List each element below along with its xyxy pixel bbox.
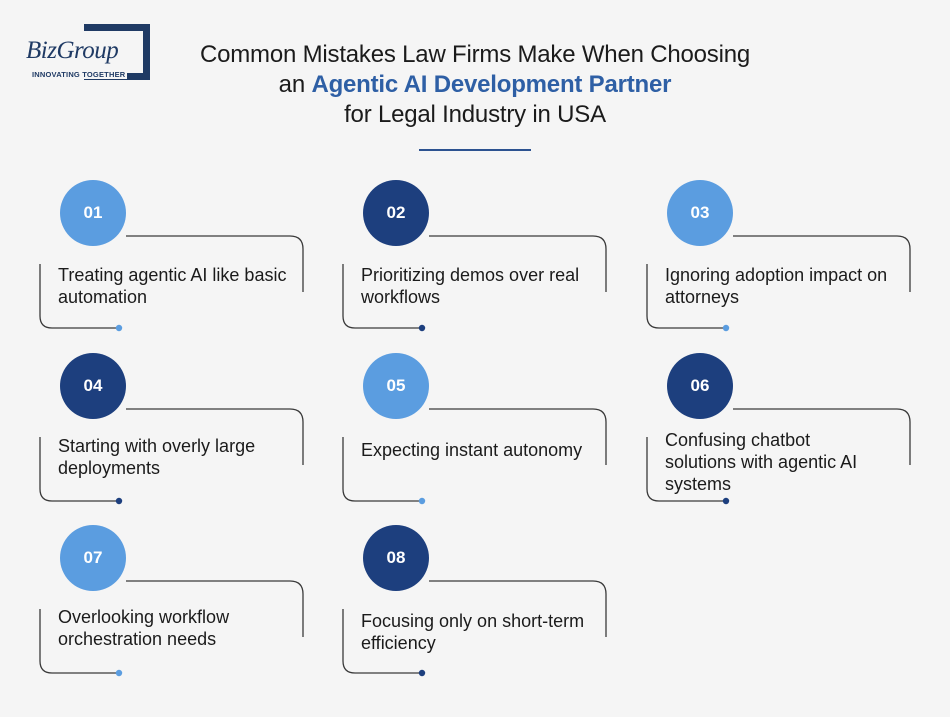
- logo-tagline: INNOVATING TOGETHER: [30, 70, 128, 79]
- mistake-card-05: 05 Expecting instant autonomy: [341, 353, 607, 505]
- number-badge: 03: [667, 180, 733, 246]
- title-highlight: Agentic AI Development Partner: [311, 71, 672, 98]
- card-frame: [39, 408, 304, 505]
- mistake-card-08: 08 Focusing only on short-term efficienc…: [341, 525, 607, 677]
- card-frame: [39, 580, 304, 677]
- frame-line: [126, 235, 304, 292]
- frame-line: [646, 437, 723, 502]
- title-line-1: Common Mistakes Law Firms Make When Choo…: [199, 41, 751, 68]
- frame-end-dot: [115, 669, 123, 677]
- mistake-text: Ignoring adoption impact on attorneys: [665, 265, 888, 307]
- frame-end-dot: [418, 324, 426, 332]
- frame-line: [39, 609, 116, 674]
- frame-line: [733, 235, 911, 292]
- title-line-2: an Agentic AI Development Partner: [150, 70, 800, 100]
- mistake-card-07: 07 Overlooking workflow orchestration ne…: [38, 525, 304, 677]
- mistake-text: Overlooking workflow orchestration needs: [58, 607, 230, 649]
- title-underline: [419, 149, 531, 151]
- frame-line: [126, 580, 304, 637]
- card-frame: [342, 580, 607, 677]
- mistake-card-02: 02 Prioritizing demos over real workflow…: [341, 180, 607, 332]
- number-badge: 08: [363, 525, 429, 591]
- number-badge: 02: [363, 180, 429, 246]
- frame-line: [126, 408, 304, 465]
- title-line-3: for Legal Industry in USA: [344, 101, 606, 128]
- mistake-card-03: 03 Ignoring adoption impact on attorneys: [645, 180, 911, 332]
- number-badge: 01: [60, 180, 126, 246]
- mistake-text: Treating agentic AI like basic automatio…: [58, 265, 287, 307]
- card-frame: [646, 408, 911, 505]
- number-badge: 05: [363, 353, 429, 419]
- frame-end-dot: [115, 497, 123, 505]
- frame-line: [342, 264, 419, 329]
- page-title: Common Mistakes Law Firms Make When Choo…: [150, 40, 800, 130]
- number-badge: 04: [60, 353, 126, 419]
- card-frame: [646, 235, 911, 332]
- frame-end-dot: [722, 324, 730, 332]
- bizgroup-logo: BizGroup INNOVATING TOGETHER: [22, 22, 158, 84]
- frame-line: [429, 408, 607, 465]
- mistake-card-04: 04 Starting with overly large deployment…: [38, 353, 304, 505]
- frame-end-dot: [418, 497, 426, 505]
- mistake-text: Focusing only on short-term efficiency: [361, 611, 585, 653]
- frame-line: [429, 235, 607, 292]
- card-frame: [39, 235, 304, 332]
- frame-line: [429, 580, 607, 637]
- number-badge: 07: [60, 525, 126, 591]
- mistake-text: Confusing chatbot solutions with agentic…: [665, 430, 858, 494]
- frame-line: [39, 437, 116, 502]
- number-badge: 06: [667, 353, 733, 419]
- frame-line: [733, 408, 911, 465]
- mistake-card-01: 01 Treating agentic AI like basic automa…: [38, 180, 304, 332]
- mistake-text: Prioritizing demos over real workflows: [361, 265, 580, 307]
- card-frame: [342, 408, 607, 505]
- title-line-2-prefix: an: [278, 71, 305, 98]
- logo-wordmark: BizGroup: [24, 37, 121, 64]
- frame-line: [39, 264, 116, 329]
- mistake-card-06: 06 Confusing chatbot solutions with agen…: [645, 353, 911, 505]
- frame-line: [646, 264, 723, 329]
- frame-line: [342, 437, 419, 502]
- mistake-text: Expecting instant autonomy: [361, 440, 583, 460]
- card-frame: [342, 235, 607, 332]
- frame-line: [342, 609, 419, 674]
- mistake-text: Starting with overly large deployments: [58, 436, 256, 478]
- frame-end-dot: [722, 497, 730, 505]
- frame-end-dot: [418, 669, 426, 677]
- frame-end-dot: [115, 324, 123, 332]
